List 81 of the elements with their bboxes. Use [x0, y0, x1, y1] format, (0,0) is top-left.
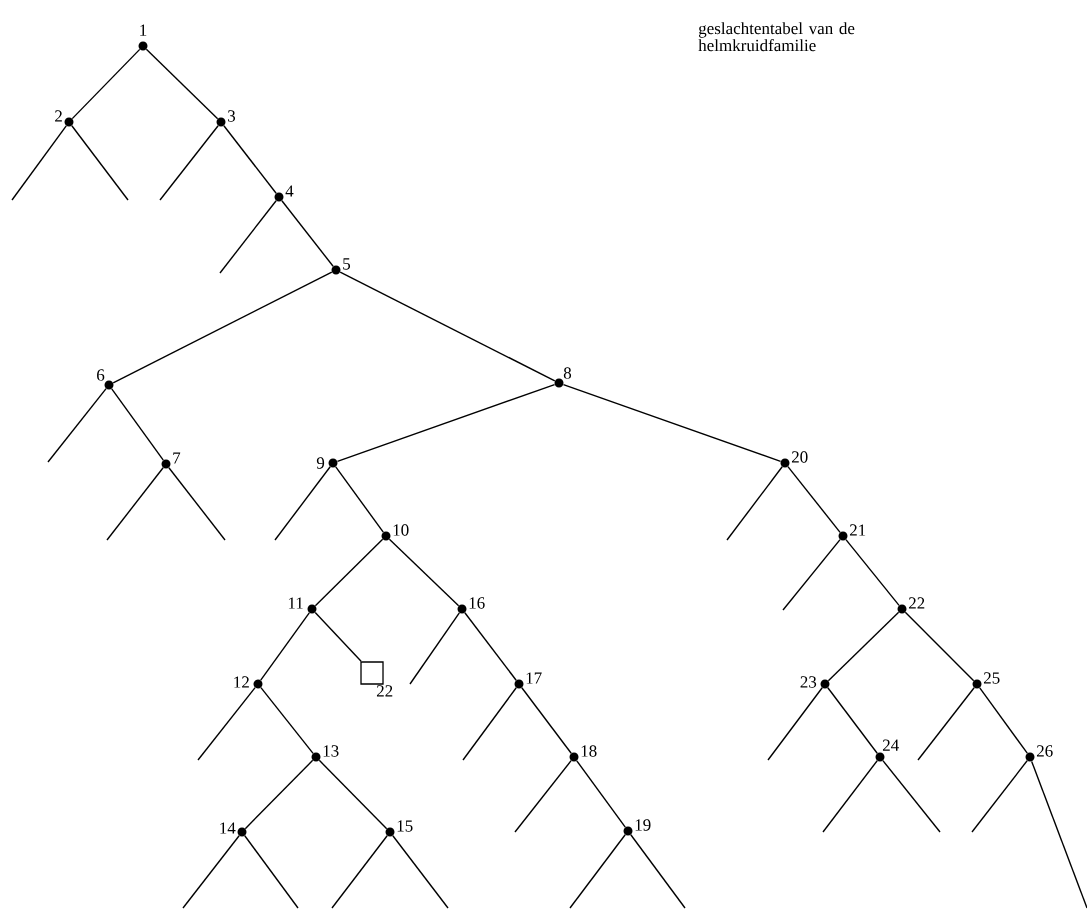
number-label: 14: [220, 822, 236, 834]
branch-line: [339, 271, 556, 382]
number-label: 16: [469, 597, 485, 609]
branch-line: [562, 383, 782, 463]
number-label: 19: [635, 819, 651, 831]
number-label: 12: [234, 676, 249, 688]
number-label: 1: [140, 24, 147, 36]
number-label: 3: [228, 110, 236, 122]
branch-line: [219, 200, 277, 274]
branch-line: [260, 612, 310, 681]
number-label: 23: [800, 676, 817, 688]
branch-line: [787, 466, 841, 534]
branch-line: [576, 760, 626, 828]
branch-line: [260, 686, 314, 755]
number-label: 4: [285, 185, 294, 197]
branch-line: [767, 687, 823, 761]
number-label: 25: [983, 672, 1000, 684]
number-label: 9: [316, 457, 325, 469]
number-label: 5: [343, 258, 351, 270]
branch-line: [827, 611, 900, 682]
branch-line: [281, 200, 334, 267]
number-label: 22: [908, 597, 925, 609]
title: geslachtentabel van de helmkruidfamilie: [698, 22, 855, 52]
number-label: 18: [581, 745, 597, 757]
number-label: 6: [97, 369, 105, 381]
branch-line: [314, 611, 362, 663]
branch-line: [71, 125, 129, 201]
branch-line: [917, 687, 975, 761]
branch-line: [168, 467, 226, 541]
branch-line: [726, 466, 783, 541]
number-label: 26: [1036, 745, 1053, 757]
branch-line: [111, 388, 164, 461]
number-label: 20: [791, 451, 808, 463]
branch-line: [569, 834, 626, 909]
number-label: 17: [526, 672, 542, 684]
branch-line: [11, 125, 67, 201]
branch-line: [822, 760, 878, 833]
branch-line: [827, 687, 878, 754]
branch-line: [159, 125, 219, 201]
branch-line: [904, 611, 975, 682]
branch-line: [314, 538, 384, 607]
branch-line: [845, 538, 900, 607]
number-label: 22: [376, 685, 393, 697]
branch-line: [197, 687, 256, 761]
branch-line: [223, 125, 277, 194]
square-symbol: [360, 661, 384, 685]
number-label: 7: [173, 452, 181, 464]
branch-line: [462, 687, 517, 761]
branch-line: [106, 467, 164, 541]
branch-line: [335, 466, 384, 533]
number-label: 24: [882, 739, 899, 751]
branch-line: [521, 687, 572, 754]
branch-line: [274, 466, 331, 541]
branch-line: [318, 759, 388, 830]
branch-line: [331, 835, 388, 909]
branch-line: [1030, 760, 1087, 909]
branch-line: [244, 835, 299, 909]
branch-line: [71, 48, 141, 120]
number-label: 11: [288, 597, 303, 609]
branch-line: [882, 759, 941, 833]
branch-line: [244, 759, 314, 830]
branch-line: [112, 271, 333, 384]
number-label: 21: [849, 524, 866, 536]
number-label: 10: [393, 524, 409, 536]
branch-line: [388, 538, 460, 607]
number-label: 8: [563, 367, 572, 379]
branch-line: [979, 687, 1028, 754]
branch-line: [630, 834, 686, 909]
branch-line: [464, 612, 517, 681]
branch-line: [336, 383, 556, 463]
number-label: 15: [397, 820, 413, 832]
branch-line: [782, 538, 841, 611]
branch-line: [145, 48, 219, 120]
branch-line: [409, 612, 461, 685]
number-label: 2: [55, 110, 62, 122]
branch-line: [47, 388, 107, 463]
branch-line: [182, 835, 240, 909]
number-label: 13: [323, 745, 339, 757]
branch-line: [392, 835, 449, 909]
branch-line: [514, 760, 572, 833]
branch-line: [971, 760, 1028, 833]
